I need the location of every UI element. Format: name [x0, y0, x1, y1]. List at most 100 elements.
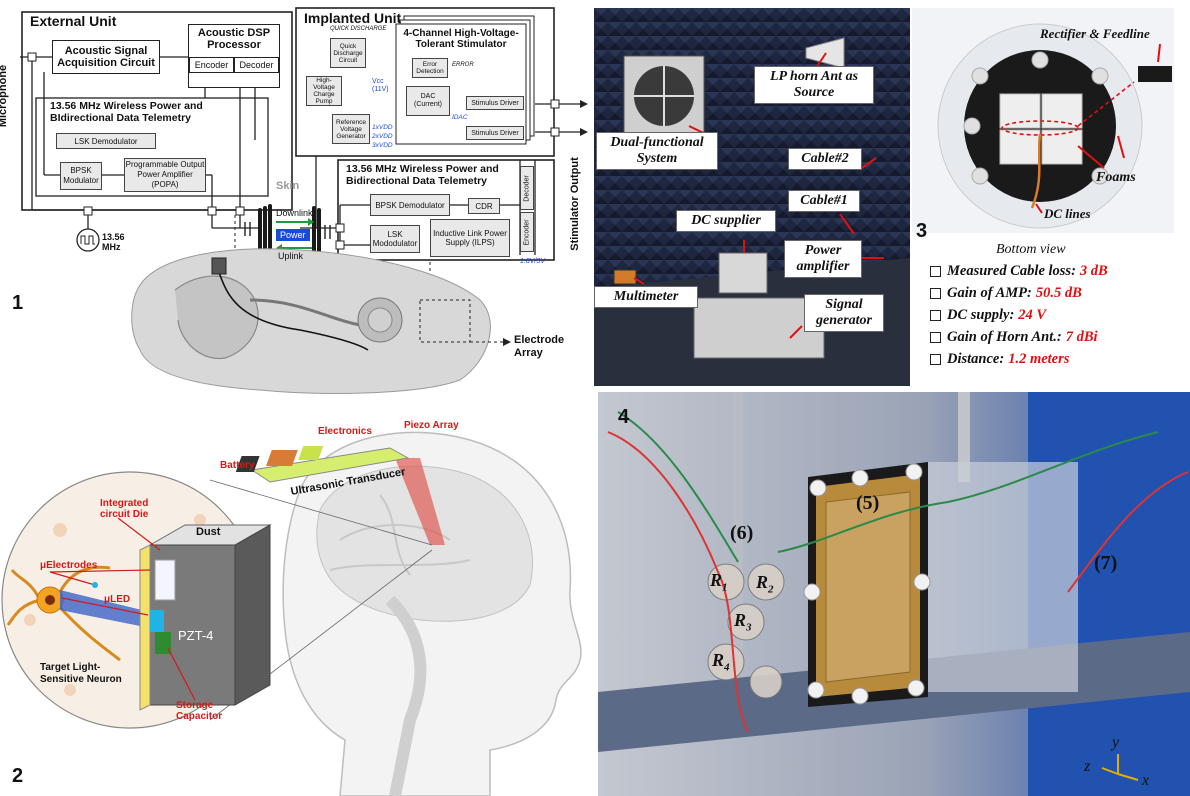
- checkbox-icon: [930, 265, 941, 277]
- stimulus-driver-1: Stimulus Driver: [466, 96, 524, 110]
- panel-2-neural-dust: 2 Electronics Piezo Array Battery Ultras…: [0, 400, 590, 796]
- panel-anechoic-photo: LP horn Ant as Source Dual-functional Sy…: [594, 8, 910, 386]
- skin-label: Skin: [276, 180, 300, 192]
- error-label: ERROR: [452, 62, 474, 68]
- spec-value: 24 V: [1018, 306, 1047, 323]
- r1-letter: R: [710, 570, 723, 590]
- dc-supplier-label: DC supplier: [676, 210, 776, 232]
- implant-decoder-block: Decoder: [520, 166, 534, 210]
- dac-block: DAC (Current): [406, 86, 450, 116]
- ic-die-label: Integrated circuit Die: [100, 498, 149, 520]
- axis-z-label: z: [1084, 758, 1091, 775]
- label-6: (6): [730, 522, 754, 544]
- spec-list: Measured Cable loss:3 dB Gain of AMP:50.…: [930, 260, 1108, 370]
- spec-value: 50.5 dB: [1035, 284, 1082, 301]
- capacitor-label: Storage Capacitor: [176, 700, 223, 722]
- spec-value: 3 dB: [1079, 262, 1108, 279]
- checkbox-icon: [930, 287, 941, 299]
- rectifier-label: Rectifier & Feedline: [1040, 26, 1150, 41]
- quick-discharge-label: QUICK DISCHARGE: [330, 26, 387, 32]
- electrode-array-label: Electrode Array: [514, 334, 565, 359]
- r4-letter: R: [712, 650, 725, 670]
- rectenna-illustration: [912, 8, 1174, 233]
- stimulus-driver-2: Stimulus Driver: [466, 126, 524, 140]
- resonator-illustration: [598, 392, 1190, 796]
- r2-letter: R: [756, 572, 769, 592]
- panel-4-number: 4: [618, 406, 630, 428]
- spec-label: DC supply:: [947, 306, 1015, 323]
- foams-label: Foams: [1096, 170, 1136, 185]
- acoustic-dsp-block: Acoustic DSP Processor Encoder Decoder: [188, 24, 280, 88]
- dsp-encoder: Encoder: [189, 57, 234, 73]
- lsk-demodulator-block: LSK Demodulator: [56, 133, 156, 149]
- axis-y-label: y: [1112, 734, 1120, 751]
- idac-label: IDAC: [452, 114, 468, 121]
- uplink-label: Uplink: [278, 251, 304, 261]
- neuron-label: Target Light-Sensitive Neuron: [40, 662, 122, 685]
- power-label: Power: [280, 230, 306, 240]
- dual-functional-label: Dual-functional System: [596, 132, 718, 170]
- battery-label: Battery: [220, 460, 255, 471]
- implant-encoder-label: Encoder: [523, 218, 531, 246]
- external-unit-title: External Unit: [30, 13, 117, 29]
- implant-decoder-label: Decoder: [523, 174, 531, 202]
- cable2-label: Cable#2: [788, 148, 862, 170]
- uled-label: μLED: [104, 594, 131, 605]
- cdr-block: CDR: [468, 198, 500, 214]
- panel-3-rectenna: Rectifier & Feedline Foams DC lines 3 Bo…: [912, 8, 1190, 388]
- electronics-label: Electronics: [318, 426, 372, 437]
- spec-item: Measured Cable loss:3 dB: [930, 260, 1108, 282]
- signal-generator-label: Signal generator: [804, 294, 884, 332]
- acoustic-acquisition-block: Acoustic Signal Acquisition Circuit: [52, 40, 160, 74]
- spec-value: 7 dBi: [1065, 328, 1098, 345]
- cable1-label: Cable#1: [788, 190, 860, 212]
- piezo-array-label: Piezo Array: [404, 420, 459, 431]
- uelectrodes-label: μElectrodes: [40, 560, 98, 571]
- spec-label: Distance:: [947, 350, 1005, 367]
- panel-2-number: 2: [12, 765, 24, 787]
- multimeter-label: Multimeter: [594, 286, 698, 308]
- telemetry-imp-title: 13.56 MHz Wireless Power and Bidirection…: [346, 163, 499, 187]
- dsp-decoder: Decoder: [234, 57, 279, 73]
- spec-item: Distance:1.2 meters: [930, 348, 1108, 370]
- panel-1-number: 1: [12, 292, 24, 314]
- spec-label: Gain of Horn Ant.:: [947, 328, 1062, 345]
- ilps-block: Inductive Link Power Supply (ILPS): [430, 219, 510, 257]
- panel-1-wires: [20, 7, 588, 394]
- quick-discharge-block: Quick Discharge Circuit: [330, 38, 366, 68]
- lsk-modulator-block: LSK Mododulator: [370, 225, 420, 253]
- vdd-level-2: 2xVDD: [372, 133, 393, 140]
- spec-item: Gain of AMP:50.5 dB: [930, 282, 1108, 304]
- r3-letter: R: [734, 610, 747, 630]
- resonator-r2: R2: [756, 572, 774, 596]
- label-7: (7): [1094, 552, 1118, 574]
- stimulator-title: 4-Channel High-Voltage-Tolerant Stimulat…: [403, 28, 519, 50]
- bpsk-demodulator-block: BPSK Demodulator: [370, 194, 450, 216]
- dc-lines-label: DC lines: [1044, 206, 1091, 221]
- checkbox-icon: [930, 353, 941, 365]
- resonator-r3: R3: [734, 610, 752, 634]
- spec-label: Gain of AMP:: [947, 284, 1032, 301]
- spec-label: Measured Cable loss:: [947, 262, 1076, 279]
- dust-label: Dust: [196, 526, 221, 538]
- dsp-title: Acoustic DSP Processor: [197, 27, 271, 51]
- error-detection-block: Error Detection: [412, 58, 448, 78]
- implanted-unit-title: Implanted Unit: [304, 10, 402, 26]
- panel-1-block-diagram: 1 External Unit Implanted Unit Microphon…: [0, 0, 590, 400]
- downlink-label: Downlink: [276, 208, 313, 218]
- power-amplifier-label: Power amplifier: [784, 240, 862, 278]
- r4-subscript: 4: [724, 661, 730, 674]
- panel-2-illustration: [1, 431, 582, 796]
- vdd-level-1: 1xVDD: [372, 124, 393, 131]
- pzt-label: PZT-4: [178, 628, 214, 643]
- microphone-label: Microphone: [0, 64, 10, 128]
- telemetry-ext-title: 13.56 MHz Wireless Power and BIdirection…: [50, 100, 203, 124]
- hv-charge-pump-block: High-Voltage Charge Pump: [306, 76, 342, 106]
- checkbox-icon: [930, 331, 941, 343]
- label-5: (5): [856, 492, 880, 514]
- r1-subscript: 1: [722, 581, 728, 594]
- axis-x-label: x: [1142, 772, 1150, 789]
- resonator-r1: R1: [710, 570, 728, 594]
- vcc-label: Vcc (11V): [372, 78, 389, 93]
- bottom-view-label: Bottom view: [996, 242, 1066, 257]
